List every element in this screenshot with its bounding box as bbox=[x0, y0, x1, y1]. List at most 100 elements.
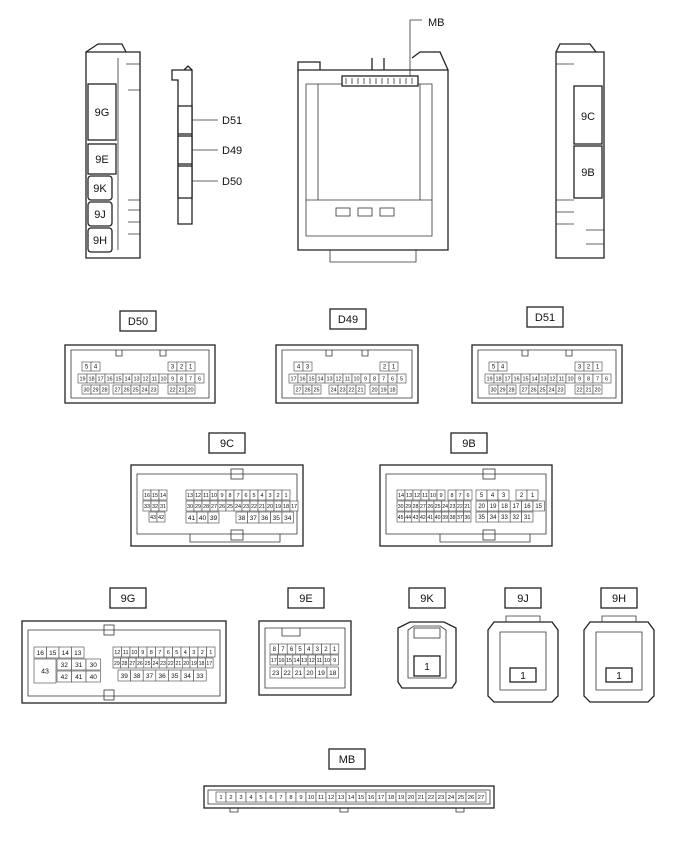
pin-9g-19: 19 bbox=[191, 661, 197, 667]
label-9j: 9J bbox=[517, 593, 529, 605]
pin-9g-5: 5 bbox=[175, 650, 178, 656]
pin-9c-26: 26 bbox=[219, 504, 225, 510]
mb-header bbox=[341, 75, 419, 87]
pin-9b-3: 3 bbox=[502, 493, 506, 499]
pin-9g-21: 21 bbox=[176, 661, 182, 667]
pin-9c-12: 12 bbox=[195, 493, 201, 499]
pin-d50-4: 4 bbox=[94, 365, 98, 371]
pin-9c-19: 19 bbox=[275, 504, 281, 510]
pin-9b-39: 39 bbox=[442, 515, 448, 521]
pin-d51-16: 16 bbox=[513, 376, 519, 382]
pin-9b-40: 40 bbox=[435, 515, 441, 521]
pin-cell-9c-1 bbox=[281, 489, 291, 501]
pin-9b-4: 4 bbox=[491, 493, 495, 499]
pin-d50-8: 8 bbox=[180, 376, 183, 382]
pin-mb-2: 2 bbox=[229, 795, 232, 801]
pin-9b-43: 43 bbox=[413, 515, 419, 521]
d-connector-strip: D51 D49 D50 bbox=[171, 65, 242, 225]
pin-d50-14: 14 bbox=[124, 376, 130, 382]
pin-cell-d51-20 bbox=[592, 384, 603, 395]
unit-label-9j: 9J bbox=[94, 209, 106, 221]
pin-9b-45: 45 bbox=[398, 515, 404, 521]
pin-9g-13: 13 bbox=[74, 650, 82, 657]
pin-9e-14: 14 bbox=[294, 658, 300, 664]
pin-9e-17: 17 bbox=[271, 658, 277, 664]
pin-mb-22: 22 bbox=[428, 795, 434, 801]
pin-mb-4: 4 bbox=[249, 795, 253, 801]
pin-d49-17: 17 bbox=[290, 376, 296, 382]
pin-d49-21: 21 bbox=[357, 387, 363, 393]
pin-9g-35: 35 bbox=[171, 673, 179, 680]
pin-9c-4: 4 bbox=[260, 493, 263, 499]
pin-mb-27: 27 bbox=[478, 795, 484, 801]
pin-9b-12: 12 bbox=[414, 493, 420, 499]
pin-9e-1: 1 bbox=[333, 647, 337, 653]
pin-d51-4: 4 bbox=[501, 365, 505, 371]
pin-mb-5: 5 bbox=[259, 795, 262, 801]
pin-9c-33: 33 bbox=[144, 504, 150, 510]
unit-slot-9h bbox=[87, 227, 113, 253]
pin-9c-40: 40 bbox=[199, 515, 207, 522]
pin-d49-22: 22 bbox=[348, 387, 354, 393]
pin-9g-34: 34 bbox=[184, 673, 192, 680]
pin-9b-1: 1 bbox=[531, 493, 535, 499]
pin-9c-41: 41 bbox=[188, 515, 196, 522]
pin-d51-3: 3 bbox=[578, 365, 582, 371]
pin-9b-17: 17 bbox=[513, 504, 520, 510]
pin-d49-26: 26 bbox=[304, 387, 310, 393]
pin-d51-14: 14 bbox=[531, 376, 537, 382]
pin-cell-9g-17 bbox=[205, 657, 214, 669]
pin-9c-5: 5 bbox=[252, 493, 255, 499]
pin-9b-31: 31 bbox=[524, 515, 531, 521]
pin-9b-33: 33 bbox=[501, 515, 508, 521]
unit-label-9h: 9H bbox=[93, 235, 107, 247]
pin-d50-27: 27 bbox=[114, 387, 120, 393]
pin-mb-15: 15 bbox=[358, 795, 364, 801]
pin-d49-27: 27 bbox=[295, 387, 301, 393]
pin-9g-39: 39 bbox=[121, 673, 129, 680]
pin-9c-2: 2 bbox=[276, 493, 279, 499]
main-unit-front: MB bbox=[297, 17, 449, 263]
pin-d49-12: 12 bbox=[335, 376, 341, 382]
pin-cell-d50-20 bbox=[185, 384, 196, 395]
pin-9g-8: 8 bbox=[150, 650, 153, 656]
pin-9c-22: 22 bbox=[251, 504, 257, 510]
pin-9g-1: 1 bbox=[209, 650, 212, 656]
pin-9c-15: 15 bbox=[152, 493, 158, 499]
pin-cell-d49-25 bbox=[311, 384, 322, 395]
pin-9c-13: 13 bbox=[187, 493, 193, 499]
unit-slot-9b bbox=[573, 145, 603, 199]
pin-9e-15: 15 bbox=[286, 658, 292, 664]
pin-9g-33: 33 bbox=[196, 673, 204, 680]
pin-d50-2: 2 bbox=[180, 365, 184, 371]
pin-9b-32: 32 bbox=[513, 515, 520, 521]
pin-mb-8: 8 bbox=[289, 795, 292, 801]
pin-9e-5: 5 bbox=[298, 647, 302, 653]
pin-d49-15: 15 bbox=[308, 376, 314, 382]
pin-9b-6: 6 bbox=[466, 493, 469, 499]
pin-9g-18: 18 bbox=[199, 661, 205, 667]
pin-d50-5: 5 bbox=[85, 365, 89, 371]
pin-9c-18: 18 bbox=[283, 504, 289, 510]
pin-9c-31: 31 bbox=[160, 504, 166, 510]
pin-9e-16: 16 bbox=[278, 658, 284, 664]
callout-d50: D50 bbox=[222, 176, 242, 188]
right-side-unit: 9C 9B bbox=[555, 43, 605, 259]
unit-label-9k: 9K bbox=[93, 183, 107, 195]
pin-9e-2: 2 bbox=[324, 647, 328, 653]
pin-d50-12: 12 bbox=[142, 376, 148, 382]
pin-cell-9b-9 bbox=[436, 489, 446, 501]
label-d50: D50 bbox=[128, 316, 148, 328]
callout-d51: D51 bbox=[222, 115, 242, 127]
pin-d51-30: 30 bbox=[490, 387, 496, 393]
pin-9e-7: 7 bbox=[281, 647, 285, 653]
pin-cell-9b-3 bbox=[497, 489, 510, 501]
pin-mb-3: 3 bbox=[239, 795, 242, 801]
pin-9c-8: 8 bbox=[228, 493, 231, 499]
pin-9g-36: 36 bbox=[158, 673, 166, 680]
pin-9c-37: 37 bbox=[250, 515, 258, 522]
pin-9e-6: 6 bbox=[290, 647, 294, 653]
pin-mb-20: 20 bbox=[408, 795, 414, 801]
pin-d51-25: 25 bbox=[539, 387, 545, 393]
pin-d51-11: 11 bbox=[559, 376, 565, 382]
